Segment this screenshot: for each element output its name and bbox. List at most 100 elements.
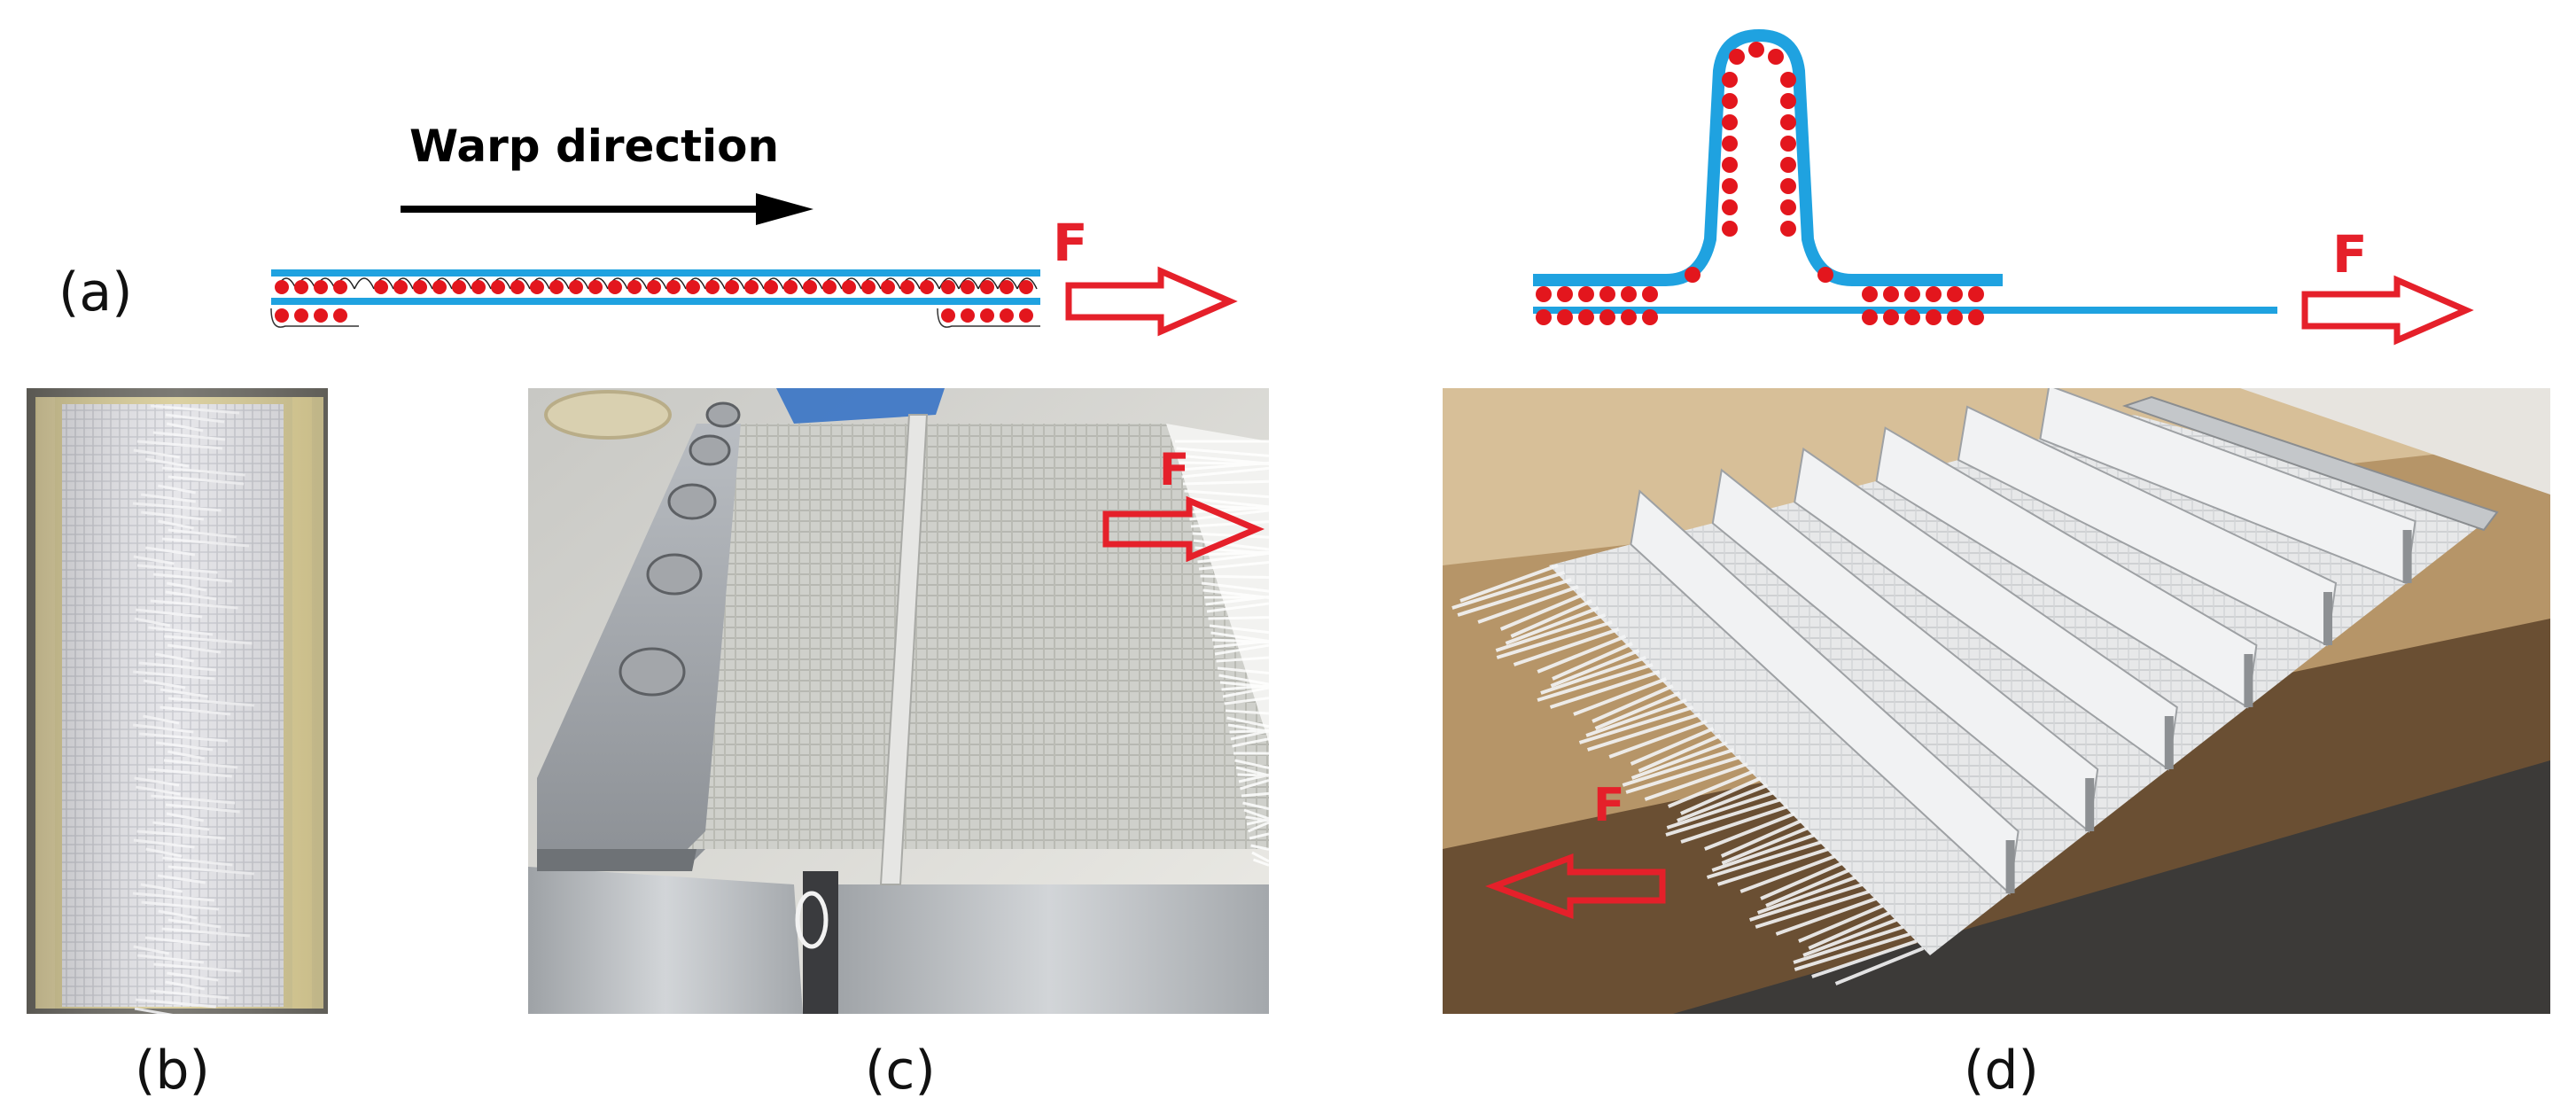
- panel-label-a: (a): [58, 261, 133, 323]
- yarn-dot: [1780, 221, 1796, 237]
- yarn-dot: [980, 308, 994, 323]
- yarn-dot: [764, 280, 778, 294]
- yarn-dot: [1926, 309, 1942, 325]
- yarn-dot: [569, 280, 583, 294]
- yarn-dot: [1780, 157, 1796, 173]
- force-label-a: F: [1053, 213, 1088, 273]
- yarn-dot: [1536, 286, 1552, 302]
- yarn-dot: [452, 280, 466, 294]
- yarn-dot: [1000, 308, 1014, 323]
- yarn-dot: [1947, 309, 1963, 325]
- yarn-dot: [861, 280, 876, 294]
- yarn-dot: [1536, 309, 1552, 325]
- panel-label-b: (b): [135, 1040, 210, 1102]
- force-arrow-d-diagram-icon: [2301, 275, 2474, 346]
- yarn-dot: [961, 308, 975, 323]
- yarn-dot: [1722, 221, 1738, 237]
- yarn-dot: [1722, 114, 1738, 130]
- yarn-dot: [1599, 286, 1615, 302]
- yarn-dot: [588, 280, 603, 294]
- yarn-dot: [1621, 309, 1637, 325]
- yarn-dot: [413, 280, 427, 294]
- yarn-dot: [1722, 72, 1738, 88]
- yarn-dot: [900, 280, 914, 294]
- yarn-dot: [1780, 114, 1796, 130]
- yarn-dot: [1862, 309, 1878, 325]
- yarn-dot: [275, 308, 289, 323]
- yarn-dot: [822, 280, 837, 294]
- force-arrow-a-icon: [1065, 266, 1238, 337]
- stiffener-web: [1711, 468, 2099, 833]
- yarn-dot: [530, 280, 544, 294]
- panel-label-c: (c): [865, 1040, 936, 1102]
- yarn-dot: [608, 280, 622, 294]
- warp-direction-label: Warp direction: [409, 121, 780, 172]
- yarn-dot: [1557, 309, 1573, 325]
- yarn-dot: [1685, 267, 1700, 283]
- yarn-dot: [744, 280, 759, 294]
- yarn-dot: [1883, 286, 1899, 302]
- yarn-dot: [491, 280, 505, 294]
- yarn-dot: [1817, 267, 1833, 283]
- upper-fabric-contour: [1533, 29, 2003, 286]
- yarn-dot: [1019, 280, 1033, 294]
- stiffener-laminate-diagram: [1533, 29, 2277, 325]
- photo-d-stiffened-panel: [1443, 388, 2550, 1014]
- yarn-dot: [1947, 286, 1963, 302]
- yarn-dot: [333, 280, 347, 294]
- yarn-dot: [1780, 178, 1796, 194]
- stiffener-web: [1875, 426, 2258, 709]
- yarn-dot: [1883, 309, 1899, 325]
- yarn-dot: [1722, 136, 1738, 152]
- stiffener-web: [1957, 405, 2338, 647]
- force-label-d-diagram: F: [2332, 224, 2368, 284]
- yarn-dot: [1019, 308, 1033, 323]
- photo-c-clamp-fixture: [528, 388, 1269, 1014]
- yarn-dot: [1578, 309, 1594, 325]
- yarn-dot: [1642, 286, 1658, 302]
- yarn-dot: [1599, 309, 1615, 325]
- stiffener-web: [1630, 489, 2020, 896]
- yarn-dot: [294, 308, 308, 323]
- yarn-dot: [314, 308, 328, 323]
- yarn-dot: [647, 280, 661, 294]
- flat-laminate-diagram: [270, 269, 1040, 328]
- yarn-dot: [1780, 72, 1796, 88]
- yarn-dot: [803, 280, 817, 294]
- yarn-dot: [881, 280, 895, 294]
- yarn-dot: [1722, 157, 1738, 173]
- yarn-dot: [783, 280, 798, 294]
- yarn-dot: [627, 280, 642, 294]
- yarn-dot: [686, 280, 700, 294]
- yarn-dot: [1578, 286, 1594, 302]
- yarn-dot: [1768, 49, 1784, 65]
- yarn-dot: [941, 308, 955, 323]
- yarn-dot: [1642, 309, 1658, 325]
- yarn-dot: [1722, 93, 1738, 109]
- yarn-dot: [920, 280, 934, 294]
- yarn-dot: [1722, 199, 1738, 215]
- yarn-dot: [432, 280, 447, 294]
- stiffener-web: [2039, 388, 2416, 585]
- yarn-dot: [1780, 136, 1796, 152]
- yarn-dot: [666, 280, 681, 294]
- yarn-dot: [393, 280, 408, 294]
- yarn-dot: [333, 308, 347, 323]
- panel-label-d: (d): [1964, 1040, 2039, 1102]
- yarn-dot: [374, 280, 388, 294]
- yarn-dot: [1729, 49, 1745, 65]
- force-label-d-photo: F: [1593, 779, 1625, 832]
- yarn-dot: [1000, 280, 1014, 294]
- force-label-c: F: [1159, 444, 1190, 495]
- yarn-dot: [941, 280, 955, 294]
- force-arrow-d-photo-icon: [1485, 853, 1666, 920]
- yarn-dot: [510, 280, 525, 294]
- yarn-dot: [1968, 309, 1984, 325]
- yarn-dot: [1748, 42, 1764, 58]
- yarn-dot: [980, 280, 994, 294]
- yarn-dot: [1926, 286, 1942, 302]
- yarn-dot: [705, 280, 720, 294]
- yarn-dot: [314, 280, 328, 294]
- yarn-dot: [725, 280, 739, 294]
- yarn-dot: [1780, 199, 1796, 215]
